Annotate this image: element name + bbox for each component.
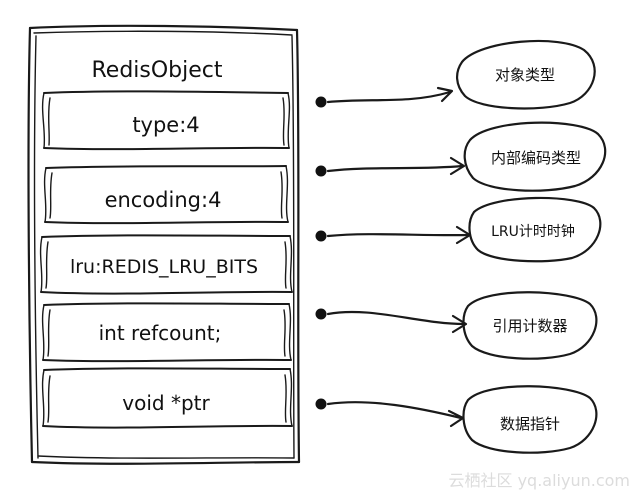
connector-ptr [315,398,465,428]
meaning-blob-encoding [463,121,607,192]
connector-dot [315,165,327,177]
field-label-type: type:4 [132,113,199,137]
field-box-ptr [41,367,293,429]
meaning-blob-ptr [462,385,598,454]
connector-lru [315,225,472,245]
field-label-lru: lru:REDIS_LRU_BITS [70,256,258,278]
connector-type [315,86,454,108]
field-label-encoding: encoding:4 [105,188,222,212]
field-box-refcount [41,302,292,363]
field-box-encoding [43,165,289,225]
connector-dot [315,96,327,108]
connector-dot [315,398,327,410]
meaning-label-ptr: 数据指针 [500,415,560,433]
watermark: 云栖社区 yq.aliyun.com [448,471,630,490]
meaning-label-type: 对象类型 [495,66,555,84]
field-box-lru [39,234,293,295]
redis-object-title: RedisObject [91,58,222,83]
connector-dot [315,230,327,242]
field-label-refcount: int refcount; [99,321,222,345]
meaning-blob-lru [468,196,602,263]
connector-refcount [315,308,468,334]
meaning-blob-refcount [462,291,598,360]
field-label-ptr: void *ptr [122,391,210,415]
meaning-label-refcount: 引用计数器 [492,317,567,335]
connector-encoding [315,156,466,177]
field-box-type [41,90,291,151]
meaning-blob-type [456,39,596,110]
redis-object-outer-box [27,24,301,465]
meaning-label-encoding: 内部编码类型 [491,149,581,167]
connector-dot [315,308,327,320]
meaning-label-lru: LRU计时时钟 [491,223,575,240]
